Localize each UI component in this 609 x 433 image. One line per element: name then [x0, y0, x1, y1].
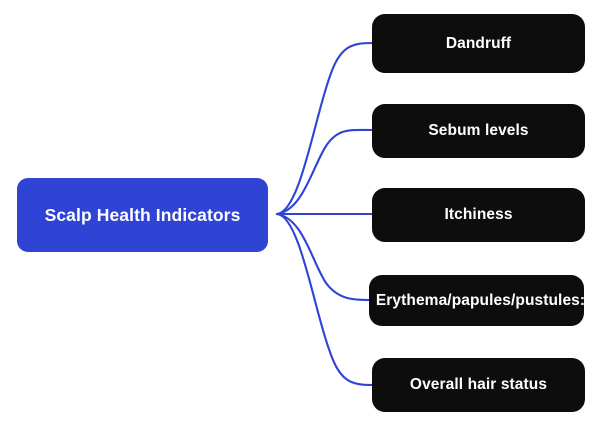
- leaf-node-label: Erythema/papules/pustules:: [375, 291, 584, 309]
- leaf-node-dandruff[interactable]: Dandruff: [372, 14, 585, 73]
- leaf-node-overall-hair-status[interactable]: Overall hair status: [372, 358, 585, 412]
- leaf-node-label: Overall hair status: [409, 376, 548, 393]
- leaf-node-itchiness[interactable]: Itchiness: [372, 188, 585, 242]
- connector-to-dandruff: [275, 41, 374, 216]
- connector-to-overall-hair-status: [275, 212, 374, 387]
- leaf-node-erythema-papules-pustules[interactable]: Erythema/papules/pustules:: [369, 275, 584, 326]
- root-node-scalp-health-indicators[interactable]: Scalp Health Indicators: [17, 178, 268, 252]
- root-node-label: Scalp Health Indicators: [44, 204, 241, 225]
- leaf-node-label: Itchiness: [444, 206, 513, 223]
- connector-to-erythema: [275, 212, 371, 302]
- leaf-node-label: Sebum levels: [428, 122, 529, 139]
- leaf-node-label: Dandruff: [445, 34, 512, 52]
- leaf-node-sebum-levels[interactable]: Sebum levels: [372, 104, 585, 158]
- connector-to-sebum-levels: [275, 128, 374, 216]
